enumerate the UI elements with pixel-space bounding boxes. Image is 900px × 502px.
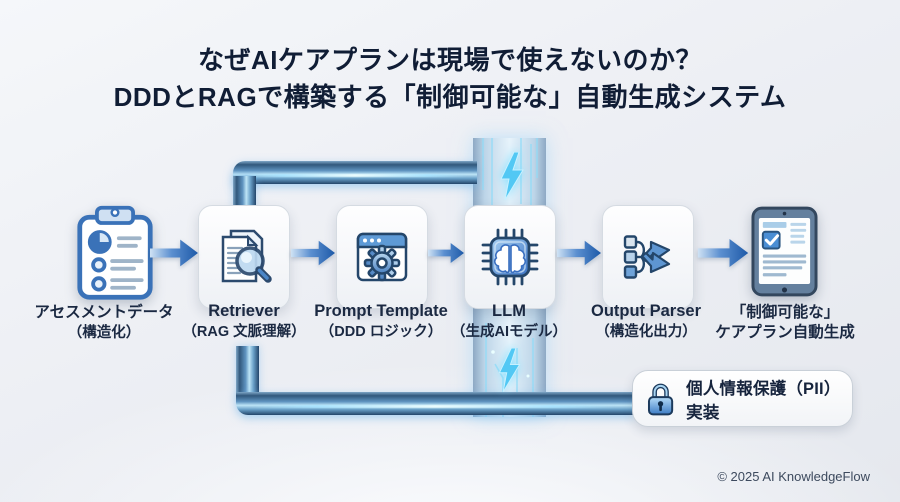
- step-label-assessment: アセスメントデータ （構造化）: [4, 302, 204, 342]
- flow-arrow-icon: [428, 243, 464, 263]
- pii-badge: 個人情報保護（PII）実装: [632, 370, 853, 427]
- step-label-line1: 「制御可能な」: [730, 304, 840, 321]
- pii-label: 個人情報保護（PII）実装: [686, 379, 841, 422]
- lightning-bolt-icon: [498, 348, 521, 392]
- step-label-line1: Output Parser: [590, 302, 702, 320]
- step-card-retriever: [198, 205, 290, 309]
- flow-arrow-icon: [150, 239, 198, 267]
- pipe-spark: [251, 405, 619, 408]
- copyright: © 2025 AI KnowledgeFlow: [717, 469, 870, 484]
- step-label-line1: Retriever: [208, 302, 280, 320]
- lightning-bolt-icon: [500, 152, 524, 200]
- page-title: なぜAIケアプランは現場で使えないのか？ DDDとRAGで構築する「制御可能な」…: [0, 42, 900, 116]
- title-line-1: なぜAIケアプランは現場で使えないのか？: [197, 45, 702, 75]
- step-label-line2: （生成AIモデル）: [451, 324, 567, 340]
- flow-arrow-icon: [557, 240, 601, 266]
- step-label-line2: （構造化出力）: [595, 324, 697, 340]
- branch-arrows-icon: [623, 235, 671, 279]
- document-search-icon: [221, 229, 272, 283]
- step-label-line1: Prompt Template: [314, 302, 448, 320]
- tablet-checklist-icon: [751, 206, 818, 297]
- clipboard-chart-icon: [77, 205, 153, 300]
- step-label-line2: （構造化）: [67, 325, 141, 341]
- step-card-output-parser: [602, 205, 694, 309]
- chip-brain-icon: [481, 228, 539, 286]
- step-label-line1: アセスメントデータ: [34, 304, 174, 321]
- pipe-top-vertical: [233, 176, 256, 208]
- step-label-llm: LLM （生成AIモデル）: [409, 302, 609, 341]
- step-label-careplan: 「制御可能な」 ケアプラン自動生成: [685, 302, 885, 342]
- step-card-prompt-template: [336, 205, 428, 309]
- step-label-prompt-template: Prompt Template （DDD ロジック）: [281, 302, 481, 341]
- step-label-line2: ケアプラン自動生成: [715, 324, 855, 341]
- step-card-llm: [464, 205, 556, 309]
- flow-arrow-icon: [697, 239, 749, 267]
- lock-icon: [647, 383, 674, 416]
- pipe-spark: [242, 174, 468, 177]
- step-label-output-parser: Output Parser （構造化出力）: [546, 302, 746, 341]
- window-gear-icon: [356, 232, 408, 282]
- pipe-bottom-vertical: [236, 346, 259, 398]
- step-label-line2: （DDD ロジック）: [319, 324, 443, 340]
- flow-arrow-icon: [291, 240, 335, 266]
- pipe-top-horizontal: [233, 161, 477, 184]
- title-line-2: DDDとRAGで構築する「制御可能な」自動生成システム: [113, 82, 787, 112]
- step-label-line2: （RAG 文脈理解）: [182, 324, 306, 340]
- pipe-bottom-horizontal: [236, 392, 634, 415]
- step-label-line1: LLM: [492, 302, 526, 320]
- step-label-retriever: Retriever （RAG 文脈理解）: [144, 302, 344, 341]
